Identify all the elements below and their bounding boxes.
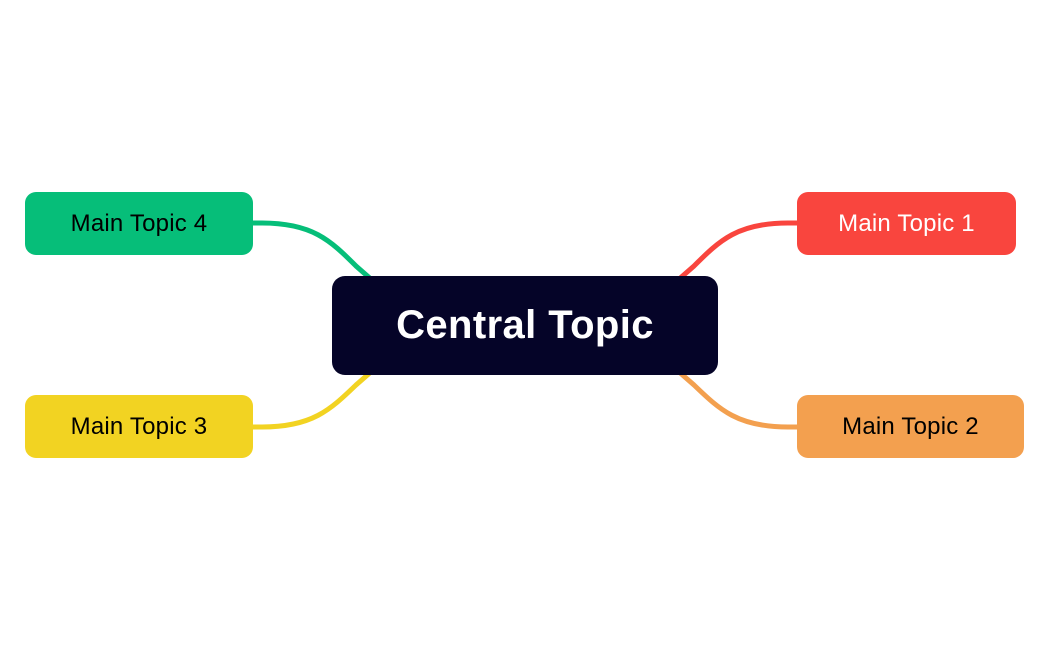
node-main-topic-2[interactable]: Main Topic 2 (797, 395, 1024, 458)
node-main-topic-1[interactable]: Main Topic 1 (797, 192, 1016, 255)
connector-topic4 (245, 220, 375, 283)
connector-topic2 (675, 368, 805, 430)
node-label-central-topic: Central Topic (396, 303, 654, 347)
node-central-topic[interactable]: Central Topic (332, 276, 718, 375)
node-label-main-topic-1: Main Topic 1 (838, 209, 975, 237)
node-main-topic-3[interactable]: Main Topic 3 (25, 395, 253, 458)
node-label-main-topic-3: Main Topic 3 (70, 412, 208, 440)
node-main-topic-4[interactable]: Main Topic 4 (25, 192, 253, 255)
node-label-main-topic-2: Main Topic 2 (842, 412, 979, 440)
connector-topic3 (245, 368, 375, 430)
connector-topic1 (675, 220, 805, 283)
node-label-main-topic-4: Main Topic 4 (70, 209, 208, 237)
